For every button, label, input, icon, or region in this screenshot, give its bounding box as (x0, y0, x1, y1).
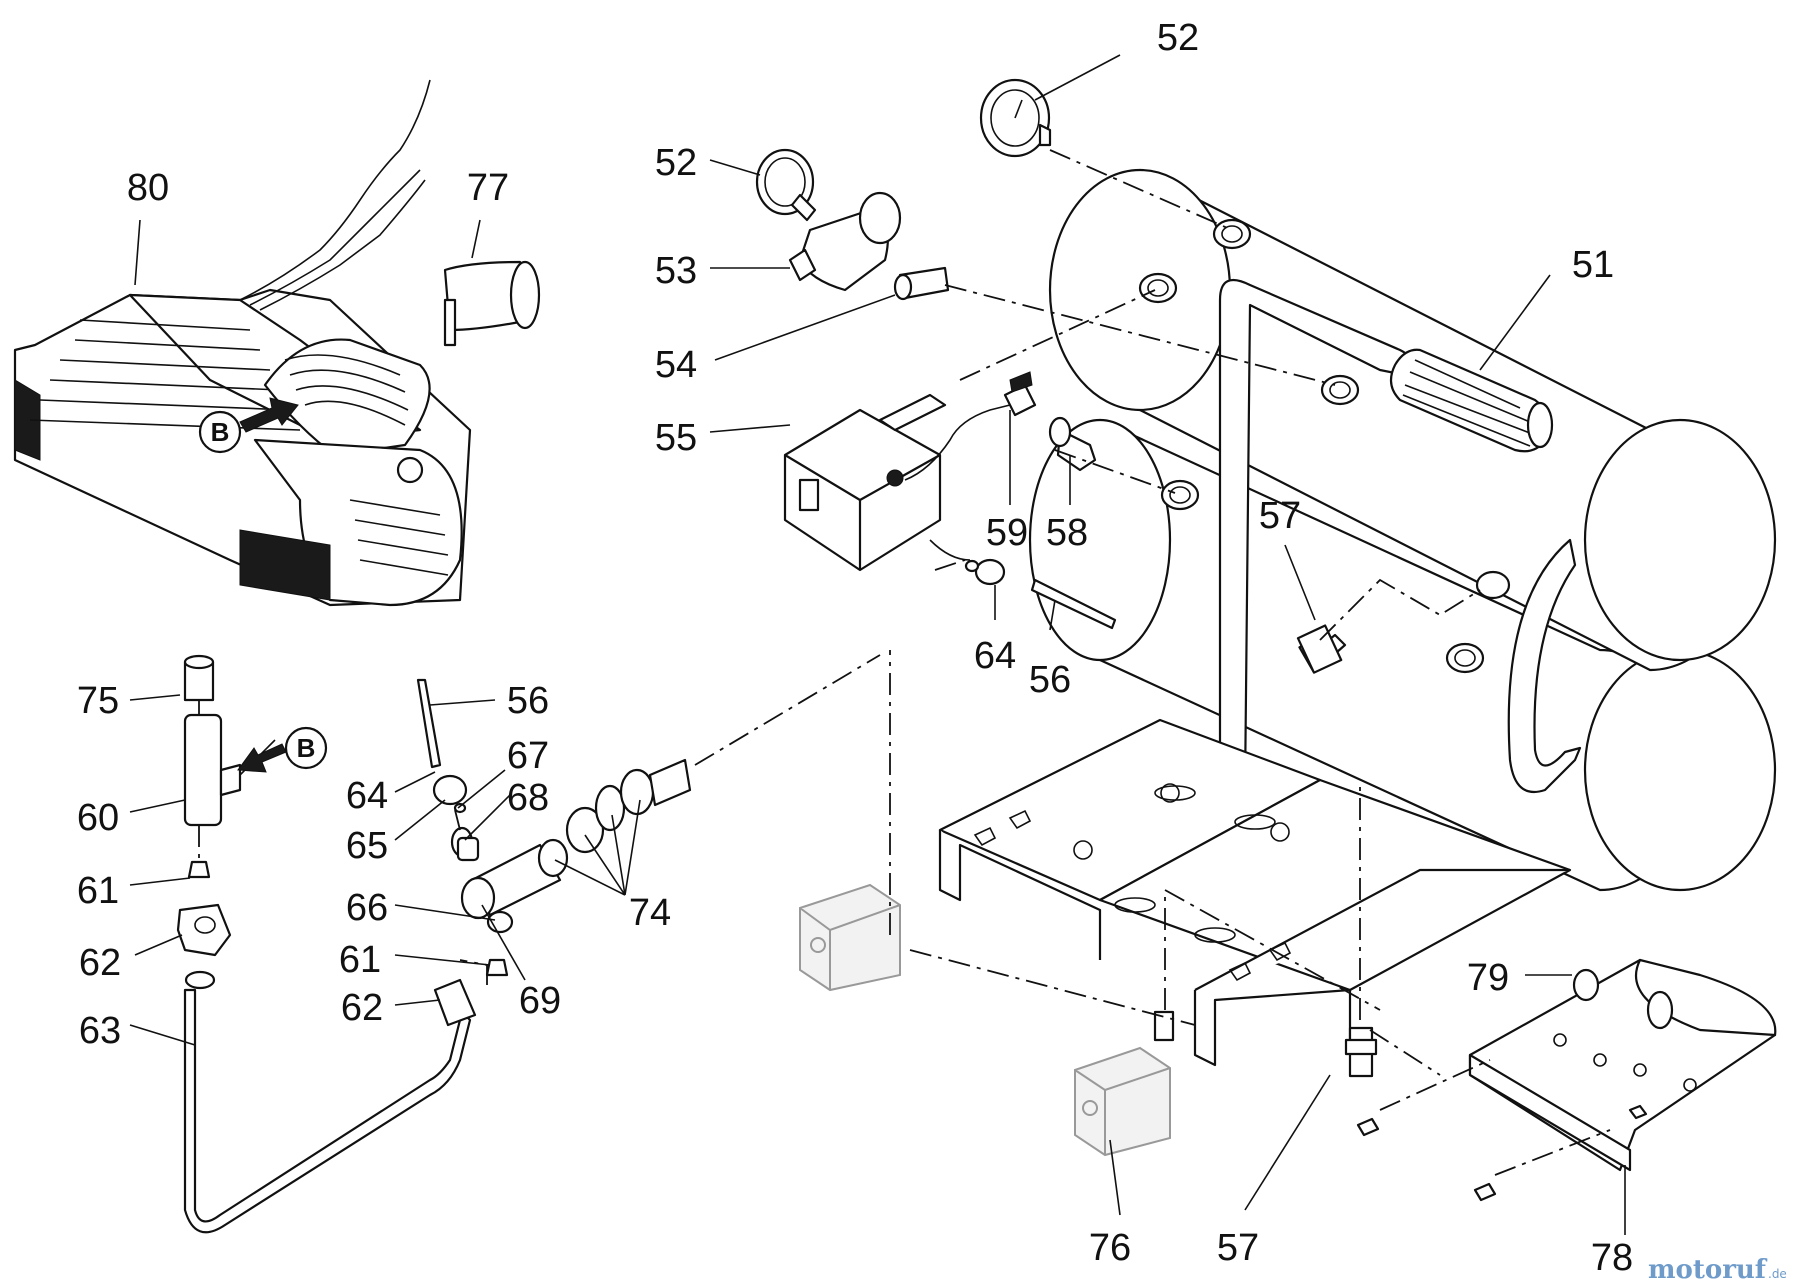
drain-valve-lower (1344, 1026, 1378, 1078)
label-53: 53 (655, 250, 697, 292)
label-80: 80 (127, 167, 169, 209)
power-plug (1003, 371, 1037, 417)
nut-64 (964, 558, 1006, 586)
label-67: 67 (507, 735, 549, 777)
label-58: 58 (1046, 512, 1088, 554)
label-77: 77 (467, 167, 509, 209)
ferrule-61b (485, 958, 509, 977)
tee-fitting-60 (183, 713, 242, 827)
label-78: 78 (1591, 1237, 1633, 1279)
air-tank-assembly (1028, 168, 1777, 892)
compressor-motor-shroud (13, 79, 472, 607)
leader-lines (129, 54, 1626, 1235)
pressure-gauge-regulator (755, 148, 817, 222)
label-51: 51 (1572, 244, 1614, 286)
part-labels: 80 77 52 52 53 54 55 51 59 58 57 64 56 7… (77, 17, 1633, 1279)
label-62-left: 62 (79, 942, 121, 984)
label-62-right: 62 (341, 987, 383, 1029)
label-52: 52 (655, 142, 697, 184)
pressure-switch (783, 393, 1011, 572)
check-valve (1296, 624, 1343, 674)
label-56-upper: 56 (1029, 659, 1071, 701)
label-54: 54 (655, 344, 697, 386)
watermark: motoruf .de (1648, 1255, 1787, 1285)
svg-text:.de: .de (1768, 1267, 1787, 1281)
nut-65 (432, 774, 468, 806)
nut-62b (433, 978, 477, 1027)
label-69: 69 (519, 980, 561, 1022)
label-64-upper: 64 (974, 635, 1016, 677)
fitting-68 (450, 826, 480, 862)
callout-b-compressor: B (198, 397, 299, 454)
frame-bolt (1153, 1010, 1175, 1042)
base-frame (938, 718, 1572, 1067)
label-74: 74 (629, 892, 671, 934)
tube-56 (1030, 578, 1117, 630)
svg-text:B: B (297, 733, 316, 763)
fitting-54 (893, 266, 950, 301)
fitting-75 (183, 654, 215, 702)
label-61-right: 61 (339, 939, 381, 981)
label-52-top: 52 (1157, 17, 1199, 59)
callout-b-tee: B (237, 726, 328, 773)
regulator (788, 191, 902, 292)
tube-56b (416, 678, 442, 769)
label-66: 66 (346, 887, 388, 929)
label-65: 65 (346, 825, 388, 867)
air-filter (443, 260, 541, 347)
label-57-lower: 57 (1217, 1227, 1259, 1269)
label-63: 63 (79, 1010, 121, 1052)
label-61-left: 61 (77, 870, 119, 912)
label-59: 59 (986, 512, 1028, 554)
rubber-foot-lower (1074, 1046, 1171, 1157)
label-64-lower: 64 (346, 775, 388, 817)
label-68: 68 (507, 777, 549, 819)
label-57-upper: 57 (1259, 495, 1301, 537)
assembly-lines (198, 149, 1611, 1176)
svg-text:B: B (211, 417, 230, 447)
washer-63 (184, 970, 216, 990)
rubber-foot-upper (799, 883, 901, 992)
nut-62a (176, 903, 232, 957)
support-bracket (1356, 958, 1777, 1202)
ferrule-61a (187, 860, 211, 879)
label-60: 60 (77, 797, 119, 839)
pressure-gauge-tank (979, 78, 1052, 158)
coupler-parts-74 (537, 758, 692, 878)
svg-text:motoruf: motoruf (1648, 1255, 1768, 1285)
hose-63 (183, 988, 472, 1234)
ferrule-67 (453, 802, 467, 814)
o-ring-79 (1572, 968, 1600, 1002)
label-56-lower: 56 (507, 680, 549, 722)
label-55: 55 (655, 417, 697, 459)
label-79: 79 (1467, 957, 1509, 999)
coupler-69 (460, 843, 562, 920)
label-75: 75 (77, 680, 119, 722)
label-76: 76 (1089, 1227, 1131, 1269)
safety-valve (1048, 416, 1097, 472)
